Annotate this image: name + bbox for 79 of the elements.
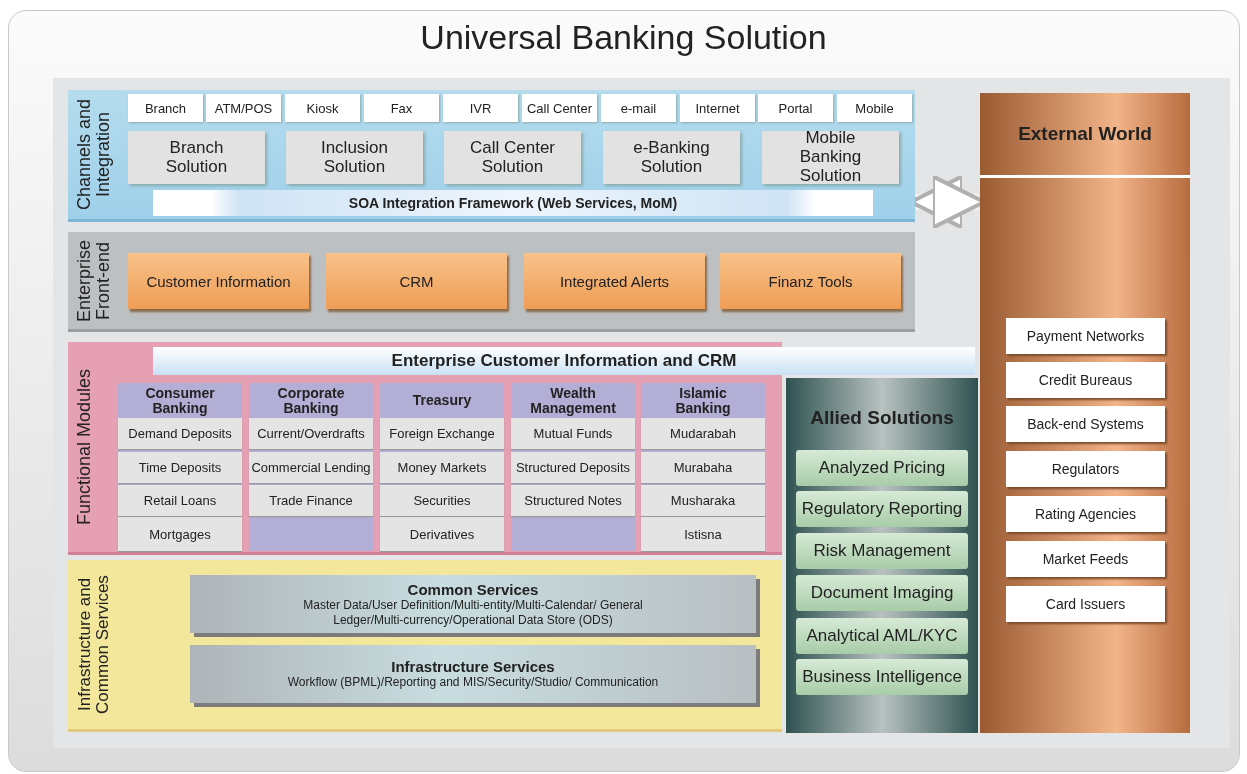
module-item: Derivatives xyxy=(380,517,504,551)
channel-box: Kiosk xyxy=(285,94,360,122)
external-item: Market Feeds xyxy=(1006,541,1165,577)
front-end-box: Integrated Alerts xyxy=(524,253,705,309)
service-heading: Infrastructure Services xyxy=(391,658,555,676)
module-column xyxy=(511,383,635,551)
module-column xyxy=(641,383,765,551)
channel-box: Fax xyxy=(364,94,439,122)
allied-item: Risk Management xyxy=(796,533,968,569)
channels-band xyxy=(68,90,915,222)
external-item: Back-end Systems xyxy=(1006,406,1165,442)
channel-box: Mobile xyxy=(837,94,912,122)
service-description: Master Data/User Definition/Multi-entity/Multi-Calendar/ General Ledger/Multi-currency/Operational Data Store (ODS) xyxy=(302,598,644,627)
channel-box: ATM/POS xyxy=(206,94,281,122)
module-item: Time Deposits xyxy=(118,452,242,483)
module-item: Structured Deposits xyxy=(511,452,635,483)
channel-box: Branch xyxy=(128,94,203,122)
external-item: Regulators xyxy=(1006,451,1165,487)
allied-item: Business Intelligence xyxy=(796,659,968,695)
channel-box: Call Center xyxy=(522,94,597,122)
infrastructure-band xyxy=(68,560,782,732)
channel-box: Internet xyxy=(680,94,755,122)
channel-box: Portal xyxy=(758,94,833,122)
front-end-box: Customer Information xyxy=(128,253,309,309)
crm-bar: Enterprise Customer Information and CRM xyxy=(153,347,975,375)
module-item: Current/Overdrafts xyxy=(249,418,373,449)
module-heading: Islamic Banking xyxy=(674,385,732,417)
module-item: Demand Deposits xyxy=(118,418,242,449)
module-item: Structured Notes xyxy=(511,485,635,516)
allied-item: Analytical AML/KYC xyxy=(796,618,968,654)
external-item: Credit Bureaus xyxy=(1006,362,1165,398)
module-heading: Consumer Banking xyxy=(144,385,216,417)
band-label: Infrastructure and Common Services xyxy=(74,574,113,716)
solution-box: e-Banking Solution xyxy=(603,131,740,184)
module-item: Retail Loans xyxy=(118,485,242,516)
allied-item: Document Imaging xyxy=(796,575,968,611)
module-item: Mortgages xyxy=(118,517,242,551)
module-item: Mudarabah xyxy=(641,418,765,449)
module-item: Commercial Lending xyxy=(249,452,373,483)
band-label: Functional Modules xyxy=(72,367,95,528)
allied-item: Analyzed Pricing xyxy=(796,450,968,486)
allied-panel xyxy=(786,378,978,733)
diagram-title: Universal Banking Solution xyxy=(419,18,828,57)
module-item: Mutual Funds xyxy=(511,418,635,449)
panel-heading: Allied Solutions xyxy=(809,406,955,430)
front-end-box: Finanz Tools xyxy=(720,253,901,309)
module-heading: Corporate Banking xyxy=(276,385,346,417)
module-item: Securities xyxy=(380,485,504,516)
external-item: Card Issuers xyxy=(1006,586,1165,622)
solution-box: Call Center Solution xyxy=(444,131,581,184)
module-column xyxy=(118,383,242,551)
module-item: Trade Finance xyxy=(249,485,373,516)
module-column xyxy=(249,383,373,551)
module-heading: Wealth Management xyxy=(529,385,617,417)
module-item: Money Markets xyxy=(380,452,504,483)
front-end-box: CRM xyxy=(326,253,507,309)
solution-box: Mobile Banking Solution xyxy=(762,131,899,184)
band-label: Channels and Integration xyxy=(73,97,114,213)
module-item: Musharaka xyxy=(641,485,765,516)
service-description: Workflow (BPML)/Reporting and MIS/Security/Studio/ Communication xyxy=(286,675,660,690)
allied-item: Regulatory Reporting xyxy=(796,491,968,527)
solution-box: Inclusion Solution xyxy=(286,131,423,184)
external-panel xyxy=(980,93,1190,733)
solution-box: Branch Solution xyxy=(128,131,265,184)
functional-band xyxy=(68,342,782,555)
module-heading: Treasury xyxy=(411,391,473,411)
module-item: Foreign Exchange xyxy=(380,418,504,449)
external-item: Rating Agencies xyxy=(1006,496,1165,532)
front-end-band xyxy=(68,232,915,332)
external-item: Payment Networks xyxy=(1006,318,1165,354)
panel-heading: External World xyxy=(1017,122,1153,146)
band-label: Enterprise Front-end xyxy=(73,238,114,324)
integration-bar: SOA Integration Framework (Web Services, MoM) xyxy=(153,190,873,216)
service-heading: Common Services xyxy=(407,581,539,599)
module-column xyxy=(380,383,504,551)
module-item: Istisna xyxy=(641,517,765,551)
channel-box: IVR xyxy=(443,94,518,122)
channel-box: e-mail xyxy=(601,94,676,122)
module-item: Murabaha xyxy=(641,452,765,483)
